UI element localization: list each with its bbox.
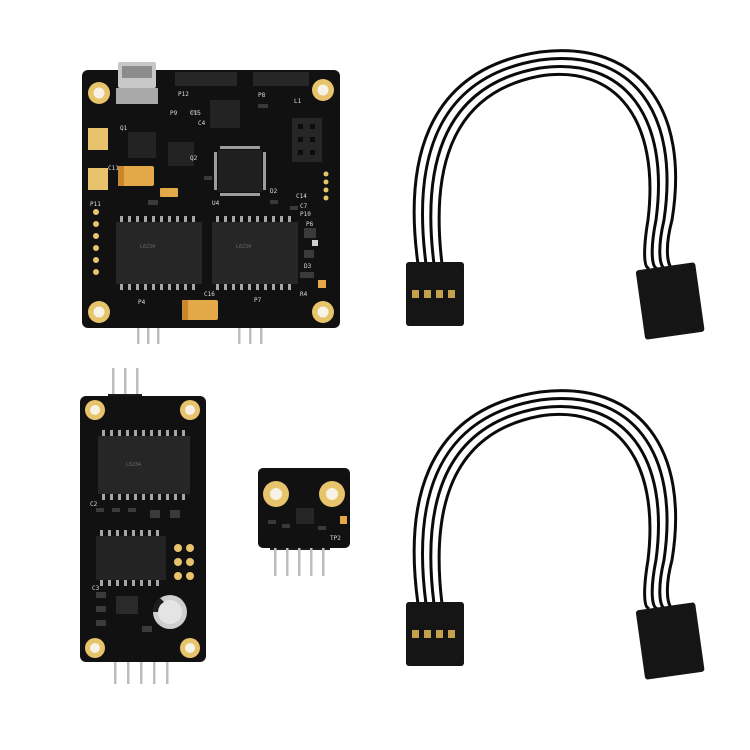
silk-label: U4 xyxy=(212,200,220,207)
driver-board-mounting-holes xyxy=(85,400,200,658)
cable-1-connector-left xyxy=(406,262,464,326)
gold-pad xyxy=(88,168,108,190)
sensor-board: TP2 xyxy=(258,468,350,576)
chip-mark: L6234 xyxy=(126,462,141,468)
tantalum-capacitor xyxy=(182,300,218,320)
silk-label: P8 xyxy=(258,92,266,99)
main-board-silkscreen: P12 P9 P8 L1 Q1 Q2 C15 C4 U4 D2 C14 C7 P… xyxy=(90,91,314,306)
silk-label: D3 xyxy=(304,263,312,270)
silk-label: P7 xyxy=(254,297,262,304)
ic-chip xyxy=(128,132,156,158)
silk-label: P10 xyxy=(300,211,311,218)
silk-label: Q1 xyxy=(120,125,128,132)
ic-chip xyxy=(96,536,166,580)
gold-pad-block xyxy=(174,544,194,580)
cable-2 xyxy=(406,389,705,680)
silk-label: C2 xyxy=(90,501,98,508)
silk-label: P9 xyxy=(170,110,178,117)
ic-chip xyxy=(210,100,240,128)
motor-driver-chip-1: L6234 xyxy=(116,216,202,290)
motor-driver-chip-2: L6234 xyxy=(212,216,298,290)
header-p10 xyxy=(292,118,322,162)
header-p12 xyxy=(175,72,237,86)
header-p8 xyxy=(253,72,309,86)
ic-chip xyxy=(168,142,194,166)
cable-1-connector-right xyxy=(635,262,705,340)
sensor-board-mounting-holes xyxy=(263,481,345,507)
silk-label: P12 xyxy=(178,91,189,98)
cable-2-connector-left xyxy=(406,602,464,666)
silk-label: P4 xyxy=(138,299,146,306)
silk-label: D2 xyxy=(270,188,278,195)
silk-label: R4 xyxy=(300,291,308,298)
usb-mini-connector xyxy=(116,62,158,104)
silk-label: C3 xyxy=(92,585,100,592)
voltage-regulator xyxy=(116,596,138,614)
silk-label: P6 xyxy=(306,221,314,228)
microcontroller-chip xyxy=(218,150,262,192)
silk-label: C14 xyxy=(296,193,307,200)
sensor-chip xyxy=(296,508,314,524)
chip-mark: L6234 xyxy=(236,244,251,250)
cable-1 xyxy=(406,49,705,340)
silk-label: C15 xyxy=(190,110,201,117)
silk-label: TP2 xyxy=(330,535,341,542)
main-controller-board: L6234 L6234 P12 P9 P8 L1 Q1 Q2 C15 C xyxy=(82,62,340,344)
silk-label: Q2 xyxy=(190,155,198,162)
gold-pad xyxy=(88,128,108,150)
driver-board-chip: L6234 xyxy=(98,430,190,500)
electrolytic-capacitor xyxy=(152,595,187,629)
silk-label: L1 xyxy=(294,98,302,105)
silk-label: C7 xyxy=(300,203,308,210)
tantalum-capacitor xyxy=(118,166,154,186)
silk-label: P11 xyxy=(90,201,101,208)
silk-label: C11 xyxy=(108,165,119,172)
chip-mark: L6234 xyxy=(140,244,155,250)
silk-label: C4 xyxy=(198,120,206,127)
main-board-mounting-holes xyxy=(88,79,334,323)
cable-2-connector-right xyxy=(635,602,705,680)
motor-driver-board: L6234 C2 C3 xyxy=(80,368,206,684)
silk-label: C16 xyxy=(204,291,215,298)
